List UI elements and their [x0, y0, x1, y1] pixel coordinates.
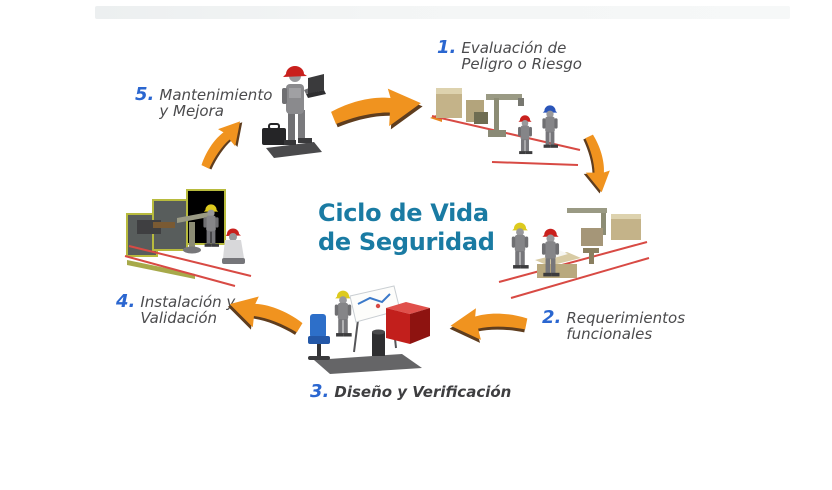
arrow-stage1-to-stage2-icon: [577, 131, 616, 197]
worker-yellow-hat-icon: [511, 222, 529, 269]
stage-1-label: 1. Evaluación de Peligro o Riesgo: [437, 37, 582, 73]
stage-2-text: Requerimientos funcionales: [566, 309, 686, 343]
floor-safety-line: [498, 241, 648, 283]
top-divider: [95, 6, 790, 19]
stage-4-label: 4. Instalación y Validación: [116, 291, 236, 327]
stage-5-number: 5.: [135, 84, 155, 105]
stage-3-text: Diseño y Verificación: [334, 383, 512, 401]
office-chair-icon: [308, 314, 330, 360]
arrow-stage5-to-stage1-icon: [326, 80, 426, 136]
arrow-stage4-to-stage5-icon: [189, 110, 254, 177]
title-line2: de Seguridad: [318, 228, 495, 256]
waste-bin-icon: [372, 329, 385, 356]
worker-kneeling-red-hat-icon: [222, 228, 245, 264]
laptop-icon: [306, 74, 326, 98]
stage-1-text: Evaluación de Peligro o Riesgo: [461, 39, 582, 73]
floor-safety-line: [124, 255, 236, 287]
stage-1-number: 1.: [437, 37, 457, 58]
maintenance-engineer-figure-icon: [260, 56, 326, 164]
design-verification-workstation-icon: [306, 280, 436, 378]
hazard-evaluation-workcell-icon: [430, 78, 582, 176]
red-cube-icon: [386, 302, 430, 344]
stage-3-label: 3. Diseño y Verificación: [310, 381, 512, 402]
machine-icon: [581, 214, 641, 264]
stage-2-number: 2.: [542, 307, 562, 328]
floor-safety-line: [510, 257, 650, 299]
robot-arm-icon: [177, 212, 209, 254]
robot-arm-icon: [486, 94, 524, 137]
floor-base-icon: [266, 142, 322, 158]
stage-5-text: Mantenimiento y Mejora: [159, 86, 273, 120]
floor-safety-line: [128, 245, 252, 277]
machine-icon: [137, 220, 175, 234]
title-line1: Ciclo de Vida: [318, 199, 489, 227]
stage-2-label: 2. Requerimientos funcionales: [542, 307, 686, 343]
stage-4-number: 4.: [116, 291, 136, 312]
machine-icon: [436, 88, 488, 124]
robot-arm-icon: [567, 208, 607, 235]
stage-3-number: 3.: [310, 381, 330, 402]
installation-validation-cell-icon: [123, 180, 267, 294]
stage-4-text: Instalación y Validación: [140, 293, 236, 327]
worker-yellow-hat-icon: [334, 290, 352, 337]
floor-safety-line: [491, 161, 579, 166]
red-hard-hat-icon: [283, 66, 307, 77]
floor-mat-icon: [314, 354, 422, 374]
briefcase-icon: [262, 123, 286, 145]
stage-5-label: 5. Mantenimiento y Mejora: [135, 84, 273, 120]
worker-red-hat-icon: [518, 115, 533, 155]
functional-requirements-workcell-icon: [497, 196, 651, 306]
diagram-title: Ciclo de Vida de Seguridad: [318, 199, 495, 257]
